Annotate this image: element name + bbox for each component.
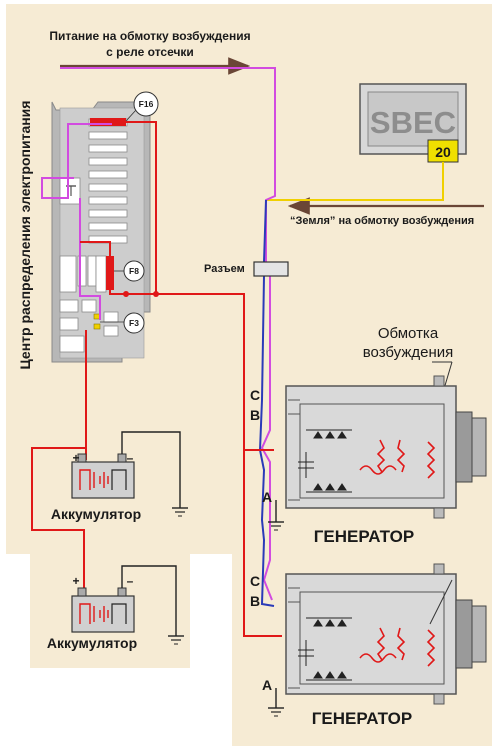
sbec-pin-label: 20 xyxy=(435,144,451,160)
wire-violet-f3 xyxy=(79,198,101,320)
wire-red-f16 xyxy=(126,121,157,292)
alt1-terminal-c: C xyxy=(250,387,260,403)
winding-label-line2: возбуждения xyxy=(363,344,454,361)
sbec-label: SBEC xyxy=(370,105,456,140)
wire-yellow xyxy=(266,162,444,201)
power-distribution-center xyxy=(51,101,151,363)
top-note-line2: с реле отсечки xyxy=(106,45,194,59)
alt2-terminal-c: C xyxy=(250,573,260,589)
alt2-title: ГЕНЕРАТОР xyxy=(312,709,412,728)
wire-red-f8-top xyxy=(80,241,111,256)
alternator-2 xyxy=(268,563,487,717)
alternator-1 xyxy=(268,375,487,531)
fuse-f16 xyxy=(90,118,126,126)
fuse-f8 xyxy=(106,256,114,290)
wire-red-alt2 xyxy=(243,450,282,637)
alt2-terminal-a: A xyxy=(262,677,272,693)
wire-red-main xyxy=(109,290,274,451)
connector xyxy=(253,261,289,277)
wire-red-battery2 xyxy=(31,447,86,590)
battery1-label: Аккумулятор xyxy=(51,506,141,522)
fuse-f3-callout xyxy=(123,312,145,334)
fuse-f8-callout xyxy=(123,260,145,282)
battery1-plus: + xyxy=(72,451,79,465)
battery2-minus: – xyxy=(127,574,134,588)
alt2-terminal-b: B xyxy=(250,593,260,609)
wire-violet-down xyxy=(260,276,273,601)
wire-violet-fdc xyxy=(41,123,112,199)
fuse-f3-label: F3 xyxy=(129,318,139,328)
battery2-label: Аккумулятор xyxy=(47,635,137,651)
battery-2 xyxy=(71,565,184,645)
fuse-f16-callout xyxy=(133,91,159,117)
battery2-plus: + xyxy=(72,574,79,588)
fuse-f16-label: F16 xyxy=(139,99,154,109)
battery-1 xyxy=(71,431,188,517)
winding-label-line1: Обмотка xyxy=(378,325,439,342)
alt1-title: ГЕНЕРАТОР xyxy=(314,527,414,546)
battery1-minus: – xyxy=(127,451,134,465)
sbec-module: SBEC 20 xyxy=(359,83,467,163)
top-note-line1: Питание на обмотку возбуждения xyxy=(49,29,250,43)
fuse-f8-label: F8 xyxy=(129,266,139,276)
alt1-terminal-b: B xyxy=(250,407,260,423)
fuse-f3-bottom xyxy=(93,323,101,330)
ground-note: “Земля” на обмотку возбуждения xyxy=(290,215,474,227)
side-title: Центр распределения электропитания xyxy=(17,101,33,370)
connector-label: Разъем xyxy=(204,263,245,275)
alt1-terminal-a: A xyxy=(262,489,272,505)
